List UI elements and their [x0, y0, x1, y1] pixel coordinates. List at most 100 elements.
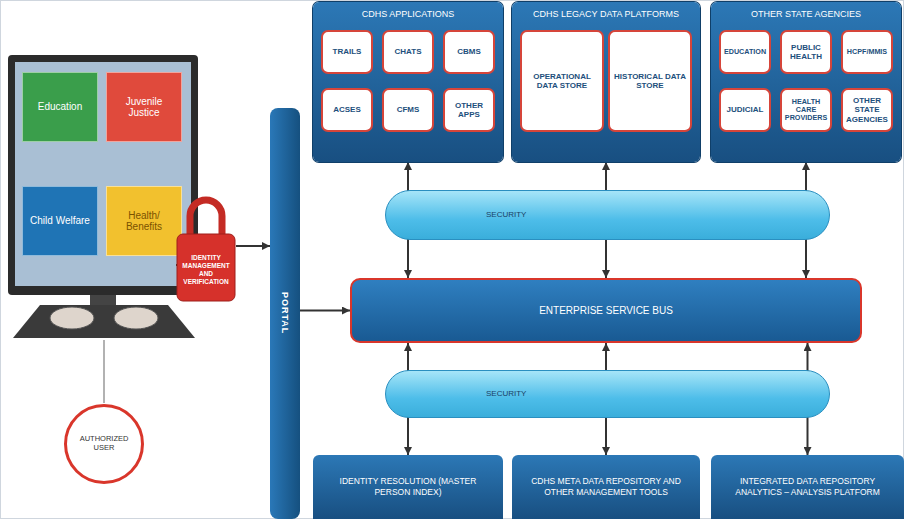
- connector-arrow: [236, 245, 270, 247]
- node-label: Education: [38, 101, 82, 113]
- node-label: CDHS META DATA REPOSITORY AND OTHER MANA…: [520, 476, 692, 498]
- service-bus: ENTERPRISE SERVICE BUS: [350, 278, 862, 343]
- text-holder: ENTERPRISE SERVICE BUS: [352, 280, 860, 341]
- text-holder: HISTORICAL DATA STORE: [610, 32, 690, 130]
- system-box: HEALTH CARE PROVIDERS: [780, 88, 832, 132]
- system-box: EDUCATION: [719, 30, 771, 74]
- text-holder: OTHER STATE AGENCIES: [711, 2, 901, 26]
- text-holder: CDHS META DATA REPOSITORY AND OTHER MANA…: [512, 455, 700, 519]
- node-label: ENTERPRISE SERVICE BUS: [539, 305, 673, 317]
- text-holder: CDHS LEGACY DATA PLATFORMS: [512, 2, 700, 26]
- node-label: ACSES: [333, 105, 361, 114]
- system-box: HCPF/MMIS: [841, 30, 893, 74]
- portal-bar: PORTAL: [270, 108, 300, 519]
- text-holder: TRAILS: [323, 32, 371, 72]
- text-holder: AUTHORIZED USER: [67, 407, 141, 481]
- node-label: OTHER STATE AGENCIES: [846, 96, 888, 124]
- text-holder: PORTAL: [270, 108, 300, 519]
- monitor-screen: [15, 62, 191, 286]
- node-label: CFMS: [397, 105, 420, 114]
- node-label: OTHER APPS: [448, 101, 490, 119]
- text-holder: Education: [23, 73, 97, 141]
- system-box: CFMS: [382, 88, 434, 132]
- system-box: PUBLIC HEALTH: [780, 30, 832, 74]
- node-label: OPERATIONAL DATA STORE: [525, 72, 599, 90]
- system-box: JUDICIAL: [719, 88, 771, 132]
- right-hand: [114, 307, 158, 329]
- text-holder: CHATS: [384, 32, 432, 72]
- text-holder: HCPF/MMIS: [843, 32, 891, 72]
- user-leader-line: [103, 340, 105, 403]
- text-holder: JUDICIAL: [721, 90, 769, 130]
- security-band: SECURITY: [385, 190, 830, 240]
- node-label: HEALTH CARE PROVIDERS: [785, 98, 827, 123]
- system-box: OPERATIONAL DATA STORE: [520, 30, 604, 132]
- screen-tile: Health/ Benefits: [106, 186, 182, 256]
- system-group: OTHER STATE AGENCIES EDUCATION PUBLIC HEAL…: [711, 2, 901, 162]
- node-label: SECURITY: [486, 389, 526, 398]
- system-group: CDHS LEGACY DATA PLATFORMS OPERATIONAL DA…: [512, 2, 700, 162]
- node-label: HISTORICAL DATA STORE: [613, 72, 687, 90]
- node-label: AUTHORIZED USER: [70, 435, 138, 452]
- node-label: CHATS: [395, 47, 422, 56]
- lock-shape: [176, 190, 236, 302]
- text-holder: HEALTH CARE PROVIDERS: [782, 90, 830, 130]
- text-holder: INTEGRATED DATA REPOSITORY ANALYTICS – A…: [711, 455, 904, 519]
- text-holder: PUBLIC HEALTH: [782, 32, 830, 72]
- node-label: IDENTITY RESOLUTION (MASTER PERSON INDEX…: [321, 476, 495, 498]
- platform-box: INTEGRATED DATA REPOSITORY ANALYTICS – A…: [711, 455, 904, 519]
- text-holder: IDENTITY RESOLUTION (MASTER PERSON INDEX…: [313, 455, 503, 519]
- node-label: Child Welfare: [30, 215, 90, 227]
- node-label: Juvenile Justice: [110, 96, 178, 119]
- node-label: PUBLIC HEALTH: [785, 43, 827, 61]
- text-holder: Health/ Benefits: [107, 187, 181, 255]
- text-holder: Juvenile Justice: [107, 73, 181, 141]
- text-holder: SECURITY: [386, 191, 829, 239]
- text-holder: CBMS: [445, 32, 493, 72]
- system-group: CDHS APPLICATIONS TRAILS CHATS CBMS ACSES CFM…: [313, 2, 503, 162]
- system-box: OTHER STATE AGENCIES: [841, 88, 893, 132]
- node-label: CDHS LEGACY DATA PLATFORMS: [533, 9, 679, 19]
- screen-tile: Child Welfare: [22, 186, 98, 256]
- system-box: CBMS: [443, 30, 495, 74]
- node-label: IDENTITY MANAGEMENT AND VERIFICATION: [178, 254, 234, 285]
- system-box: OTHER APPS: [443, 88, 495, 132]
- node-label: SECURITY: [486, 210, 526, 219]
- node-label: EDUCATION: [724, 48, 766, 56]
- node-label: OTHER STATE AGENCIES: [751, 9, 861, 19]
- node-label: Health/ Benefits: [110, 210, 178, 233]
- lock-body: [177, 234, 235, 301]
- keyboard: [13, 305, 195, 338]
- text-holder: OTHER APPS: [445, 90, 493, 130]
- platform-box: CDHS META DATA REPOSITORY AND OTHER MANA…: [512, 455, 700, 519]
- system-box: ACSES: [321, 88, 373, 132]
- node-label: CDHS APPLICATIONS: [362, 9, 454, 19]
- node-label: CBMS: [457, 47, 481, 56]
- node-label: JUDICIAL: [727, 105, 764, 114]
- system-box: TRAILS: [321, 30, 373, 74]
- text-holder: SECURITY: [386, 371, 829, 417]
- identity-lock: IDENTITY MANAGEMENT AND VERIFICATION: [176, 190, 236, 302]
- text-holder: ACSES: [323, 90, 371, 130]
- node-label: TRAILS: [333, 47, 362, 56]
- screen-tile: Education: [22, 72, 98, 142]
- text-holder: OTHER STATE AGENCIES: [843, 90, 891, 130]
- node-label: PORTAL: [280, 292, 290, 334]
- text-holder: CFMS: [384, 90, 432, 130]
- node-label: HCPF/MMIS: [847, 48, 887, 56]
- text-holder: OPERATIONAL DATA STORE: [522, 32, 602, 130]
- connector-arrow: [300, 310, 350, 312]
- left-hand: [50, 307, 94, 329]
- system-box: HISTORICAL DATA STORE: [608, 30, 692, 132]
- text-holder: CDHS APPLICATIONS: [313, 2, 503, 26]
- node-label: INTEGRATED DATA REPOSITORY ANALYTICS – A…: [719, 476, 896, 498]
- system-box: CHATS: [382, 30, 434, 74]
- platform-box: IDENTITY RESOLUTION (MASTER PERSON INDEX…: [313, 455, 503, 519]
- monitor-bezel: [8, 55, 198, 295]
- lock-shackle: [190, 200, 222, 238]
- security-band: SECURITY: [385, 370, 830, 418]
- text-holder: EDUCATION: [721, 32, 769, 72]
- text-holder: Child Welfare: [23, 187, 97, 255]
